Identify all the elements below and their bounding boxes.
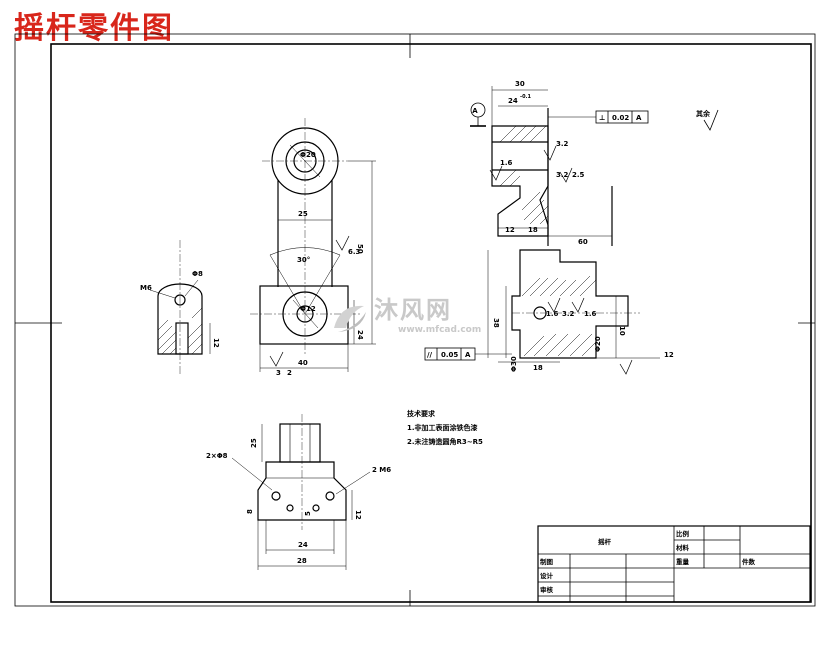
sec-dim-dia: Φ20: [594, 336, 602, 352]
tech-req-item-1: 1.非加工表面涂铁色漆: [407, 423, 478, 432]
tb-part-name: 摇杆: [598, 537, 612, 546]
left-thread: M6: [140, 284, 152, 292]
tb-design-label: 设计: [540, 571, 554, 580]
sec-dim-d1: 12: [505, 226, 515, 234]
left-depth: 12: [212, 338, 220, 348]
sec-mark-3: 3.2: [556, 171, 569, 179]
sec-dim-sub: 24: [508, 97, 518, 105]
sec-datum-label: A: [472, 107, 478, 115]
sec-mark-4: 2.5: [572, 171, 585, 179]
tb-drawn-label: 制图: [540, 557, 554, 566]
front-dim-angle: 30°: [297, 256, 310, 264]
watermark-url: www.mfcad.com: [398, 325, 482, 335]
sec-dim-mid-width: 60: [578, 238, 588, 246]
sec-tol-top-symbol: ⊥: [599, 114, 605, 122]
tech-req-item-2: 2.未注铸造圆角R3~R5: [407, 437, 483, 446]
top-dim-mid: 5: [304, 511, 312, 516]
front-dim-base: 40: [298, 359, 308, 367]
front-dim-top-width: 25: [298, 210, 308, 218]
top-dim-w2: 28: [297, 557, 307, 565]
surface-note: [703, 109, 719, 131]
top-view: [231, 414, 371, 570]
sec-dim-d2: 18: [528, 226, 538, 234]
watermark-logo-icon: [334, 305, 366, 332]
top-dim-h1: 25: [250, 438, 258, 448]
tb-qty-label: 件数: [742, 557, 756, 566]
front-rough: 6.3: [348, 248, 361, 256]
sec-mark-7: 1.6: [584, 310, 597, 318]
front-base-mark-2: 2: [287, 369, 292, 377]
top-holes: 2×Φ8: [206, 452, 228, 460]
front-dim-side: 24: [356, 330, 364, 340]
sec-dim-bottom: 18: [533, 364, 543, 372]
sec-mark-6: 3.2: [562, 310, 575, 318]
sec-mark-2: 1.6: [500, 159, 513, 167]
top-thread: 2 M6: [372, 466, 391, 474]
sec-tol-bottom-datum: A: [465, 351, 471, 359]
tb-material-label: 材料: [675, 543, 690, 552]
surface-note-text: 其余: [696, 109, 711, 118]
sec-dim-right: 12: [664, 351, 674, 359]
front-dia-bottom: Φ12: [300, 305, 316, 313]
front-dim-height: 50: [356, 244, 364, 254]
left-view: [149, 240, 211, 374]
watermark: 沐风网 www.mfcad.com: [326, 296, 496, 344]
tech-req-heading: 技术要求: [407, 409, 436, 418]
sec-dim-dia2: Φ30: [510, 356, 518, 372]
top-dim-w1: 24: [298, 541, 308, 549]
front-dia-top: Φ20: [300, 151, 316, 159]
sec-dim-h: 38: [492, 318, 500, 328]
sec-tol-top-value: 0.02: [612, 114, 629, 122]
left-dia: Φ8: [192, 270, 203, 278]
sec-dim-top: 30: [515, 80, 525, 88]
sec-tol-bottom-value: 0.05: [441, 351, 458, 359]
tb-weight-label: 重量: [676, 557, 690, 566]
tb-check-label: 审核: [540, 585, 554, 594]
tb-ratio-label: 比例: [676, 529, 690, 538]
page-title: 摇杆零件图: [14, 11, 174, 46]
watermark-brand: 沐风网: [374, 296, 452, 324]
front-view: [250, 118, 376, 372]
top-dim-h2: 12: [354, 510, 362, 520]
sec-tol-bottom-symbol: //: [427, 351, 433, 359]
sec-dim-sub-tol: -0.1: [520, 94, 531, 100]
sec-mark-1: 3.2: [556, 140, 569, 148]
outer-frame: [14, 33, 816, 607]
sec-dim-height-right: 10: [618, 326, 626, 336]
sec-mark-5: 1.6: [546, 310, 559, 318]
title-block: [537, 525, 811, 603]
front-base-mark-1: 3: [276, 369, 281, 377]
section-view: [424, 86, 660, 375]
sec-tol-top-datum: A: [636, 114, 642, 122]
top-dim-side: 8: [246, 509, 254, 514]
